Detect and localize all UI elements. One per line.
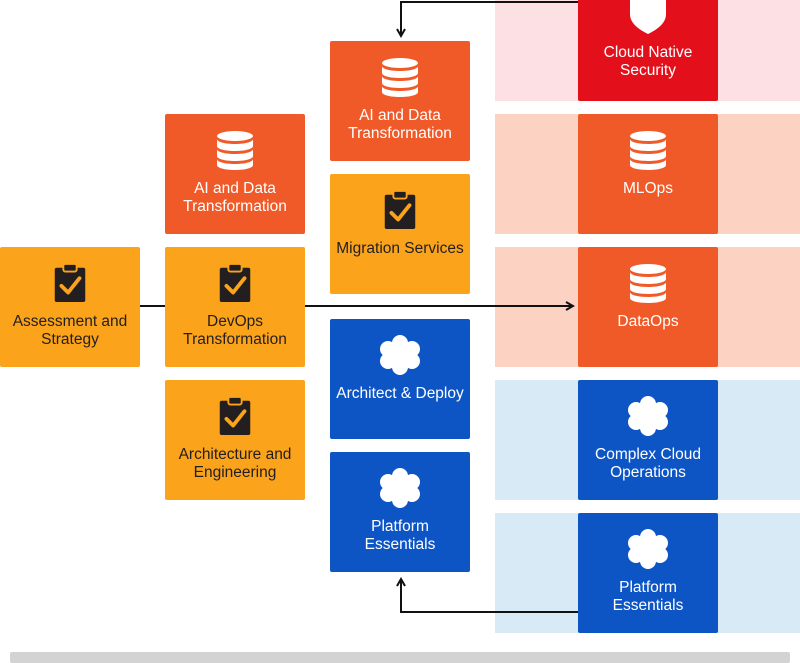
- ai-data-transformation-box-left[interactable]: AI and Data Transformation: [165, 114, 305, 234]
- complex-cloud-operations-label: Complex Cloud Operations: [595, 446, 701, 481]
- connector-platform-platform: [401, 579, 578, 613]
- mlops-box[interactable]: MLOps: [578, 114, 718, 234]
- dataops-label: DataOps: [617, 313, 679, 330]
- ai-data-transformation-label-right: AI and Data Transformation: [348, 107, 452, 142]
- cloud-native-security-box[interactable]: Cloud Native Security: [578, 0, 718, 101]
- clipboard-check-icon: [54, 263, 86, 303]
- ai-data-transformation-label-left: AI and Data Transformation: [183, 180, 287, 215]
- devops-transformation-box[interactable]: DevOps Transformation: [165, 247, 305, 367]
- mlops-label: MLOps: [623, 180, 673, 197]
- clipboard-check-icon: [219, 263, 251, 303]
- architecture-engineering-label: Architecture and Engineering: [178, 446, 292, 481]
- architect-deploy-box[interactable]: Architect & Deploy: [330, 319, 470, 439]
- shield-icon: [630, 0, 666, 34]
- assessment-strategy-box[interactable]: Assessment and Strategy: [0, 247, 140, 367]
- ai-data-transformation-box-right[interactable]: AI and Data Transformation: [330, 41, 470, 161]
- architecture-engineering-box[interactable]: Architecture and Engineering: [165, 380, 305, 500]
- dataops-box[interactable]: DataOps: [578, 247, 718, 367]
- footer-bar: [10, 652, 790, 663]
- database-icon: [630, 264, 666, 303]
- assessment-strategy-label: Assessment and Strategy: [12, 313, 128, 348]
- cloud-icon: [628, 396, 668, 436]
- cloud-icon: [380, 468, 420, 508]
- cloud-icon: [628, 529, 668, 569]
- complex-cloud-operations-box[interactable]: Complex Cloud Operations: [578, 380, 718, 500]
- migration-services-label: Migration Services: [336, 240, 464, 257]
- cloud-icon: [380, 335, 420, 375]
- platform-essentials-label-right: Platform Essentials: [612, 579, 684, 614]
- clipboard-check-icon: [384, 190, 416, 230]
- platform-essentials-box-right[interactable]: Platform Essentials: [578, 513, 718, 633]
- architect-deploy-label: Architect & Deploy: [336, 385, 464, 402]
- platform-essentials-box-left[interactable]: Platform Essentials: [330, 452, 470, 572]
- platform-essentials-label-left: Platform Essentials: [364, 518, 436, 553]
- devops-transformation-label: DevOps Transformation: [183, 313, 287, 348]
- clipboard-check-icon: [219, 396, 251, 436]
- database-icon: [382, 58, 418, 97]
- database-icon: [217, 131, 253, 170]
- database-icon: [630, 131, 666, 170]
- cloud-native-security-label: Cloud Native Security: [603, 44, 693, 79]
- migration-services-box[interactable]: Migration Services: [330, 174, 470, 294]
- connector-security-ai: [401, 1, 578, 36]
